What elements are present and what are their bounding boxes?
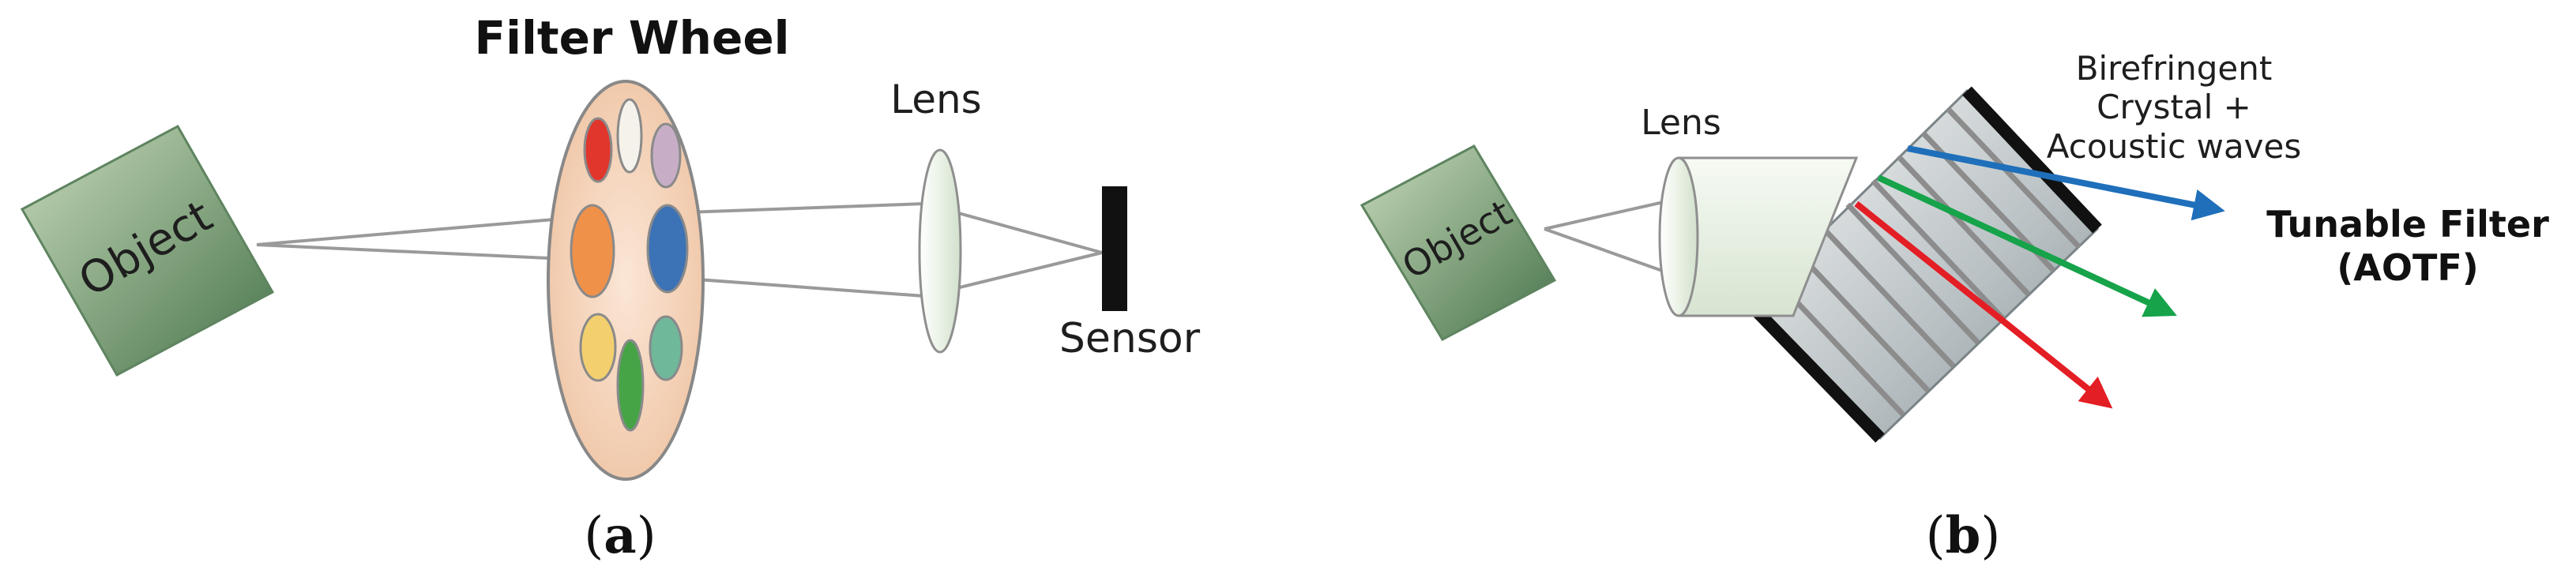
panel-b: Object Lens [1359, 49, 2549, 565]
filter-mauve [650, 122, 682, 189]
lens-b [1658, 156, 1859, 317]
aotf-label: Tunable Filter (AOTF) [2266, 203, 2549, 289]
beam-red [1854, 201, 2113, 409]
panel-b-rays [1544, 200, 1668, 274]
panel-a: Object Filter Wheel Lens Sensor [20, 11, 1201, 565]
beam-green [1877, 174, 2177, 317]
object-box-b: Object [1359, 144, 1557, 341]
filter-red [583, 117, 613, 183]
filter-teal [649, 315, 683, 381]
lens-label-b: Lens [1641, 103, 1721, 143]
lens-label-a: Lens [890, 77, 981, 122]
filter-wheel-title: Filter Wheel [474, 11, 789, 65]
crystal-label-line2: Crystal + [2097, 88, 2251, 126]
object-box-a: Object [20, 124, 275, 377]
aotf-label-line2: (AOTF) [2337, 246, 2479, 289]
filter-yellow [579, 313, 617, 382]
beam-blue [1907, 145, 2225, 221]
filter-blue [646, 204, 689, 294]
caption-b: (b) [1926, 506, 2001, 565]
crystal-label: Birefringent Crystal + Acoustic waves [2047, 49, 2302, 166]
crystal-edge-top [1962, 86, 2102, 234]
lens-a [918, 148, 962, 354]
filter-orange [570, 204, 615, 298]
diffracted-beams [1854, 145, 2225, 409]
crystal-label-line1: Birefringent [2076, 49, 2273, 88]
filter-wheel [547, 80, 705, 481]
filter-green [616, 339, 645, 432]
crystal-label-line3: Acoustic waves [2047, 127, 2302, 166]
crystal-edge-bottom [1745, 299, 1885, 443]
filter-clear [616, 98, 643, 174]
sensor-label: Sensor [1059, 315, 1201, 362]
filter-swatches [570, 98, 689, 432]
aotf-label-line1: Tunable Filter [2266, 203, 2549, 246]
sensor-bar [1102, 186, 1127, 311]
caption-a: (a) [584, 506, 656, 565]
